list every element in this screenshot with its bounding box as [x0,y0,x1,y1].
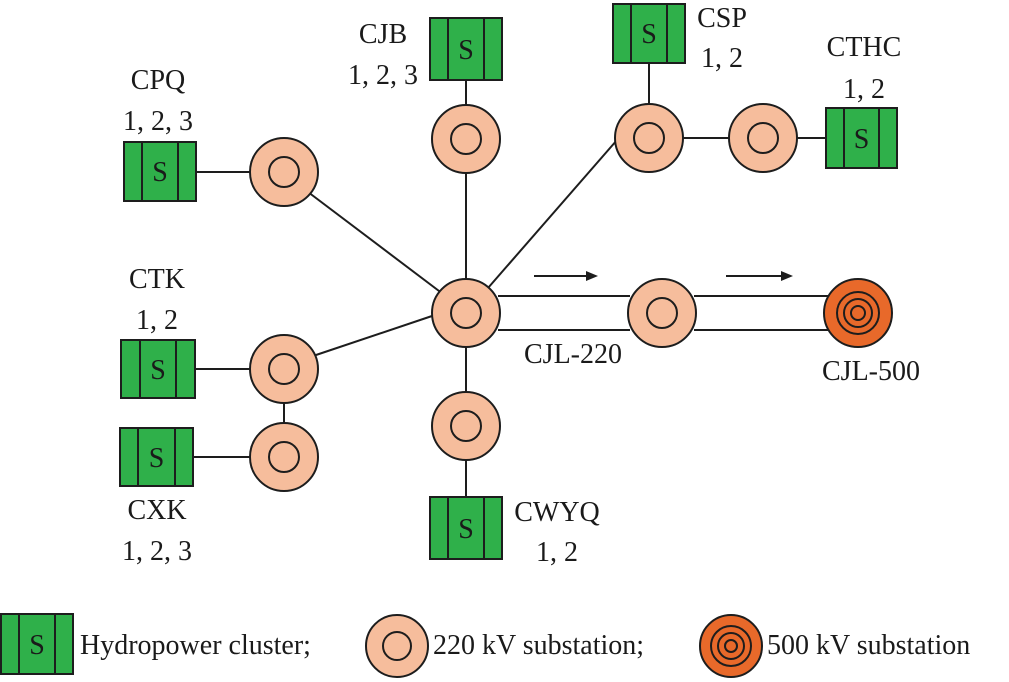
hydro-symbol: S [149,443,165,474]
connection-lines [193,63,830,497]
substation-220kv-icon [728,103,798,173]
cwyq-units-label: 1, 2 [536,537,578,568]
legend-sub500-label: 500 kV substation [767,630,970,661]
hydropower-cluster-icon: S [429,17,503,81]
hydropower-clusters: S S S S S S [119,3,898,560]
csp-units-label: 1, 2 [701,43,743,74]
hydro-symbol: S [29,630,45,661]
cjl220-substation-icon [627,278,697,348]
legend-hydropower-icon: S [0,613,74,675]
hydro-symbol: S [152,157,168,188]
substation-220kv-icon [249,422,319,492]
hydropower-cluster-icon: S [825,107,898,169]
legend-sub220-label: 220 kV substation; [433,630,644,661]
ctk-units-label: 1, 2 [136,305,178,336]
node-labels: CPQ 1, 2, 3 CJB 1, 2, 3 CSP 1, 2 CTHC 1,… [122,3,920,568]
legend-hydropower-label: Hydropower cluster; [80,630,311,661]
line-ctk-substation-to-hub [312,315,433,357]
hub-substation-220kv-icon [431,278,501,348]
hydropower-cluster-icon: S [119,427,194,487]
substation-220kv-icon [249,137,319,207]
cxk-name-label: CXK [127,495,186,526]
cjb-units-label: 1, 2, 3 [348,60,418,91]
substation-220kv-icon [614,103,684,173]
line-cpq-substation-to-hub [307,191,444,295]
cwyq-name-label: CWYQ [514,497,600,528]
cthc-name-label: CTHC [827,32,902,63]
hydro-symbol: S [641,19,657,50]
substation-220kv-icon [249,334,319,404]
cpq-units-label: 1, 2, 3 [123,106,193,137]
cjl500-label: CJL-500 [822,356,920,387]
hydro-symbol: S [150,355,166,386]
substations-220kv [249,103,798,492]
cjl220-label: CJL-220 [524,339,622,370]
flow-arrows [534,271,793,281]
legend-substation-500kv-icon [699,614,763,678]
hydro-symbol: S [458,35,474,66]
hydro-symbol: S [458,514,474,545]
csp-name-label: CSP [697,3,747,34]
substation-220kv-icon [431,391,501,461]
cjb-name-label: CJB [359,19,407,50]
legend-substation-220kv-icon [365,614,429,678]
hydropower-cluster-icon: S [123,141,197,202]
cjl500-substation-icon [823,278,893,348]
cthc-units-label: 1, 2 [843,74,885,105]
line-csp-substation-to-hub [487,139,618,289]
flow-arrow-1-head [586,271,598,281]
hydropower-cluster-icon: S [429,496,503,560]
legend: S Hydropower cluster; 220 kV substation;… [0,613,970,678]
substation-220kv-icon [431,104,501,174]
hydro-symbol: S [854,124,870,155]
cpq-name-label: CPQ [131,65,185,96]
hydropower-cluster-icon: S [612,3,686,64]
ctk-name-label: CTK [129,264,185,295]
cxk-units-label: 1, 2, 3 [122,536,192,567]
hydropower-cluster-icon: S [120,339,196,399]
flow-arrow-2-head [781,271,793,281]
